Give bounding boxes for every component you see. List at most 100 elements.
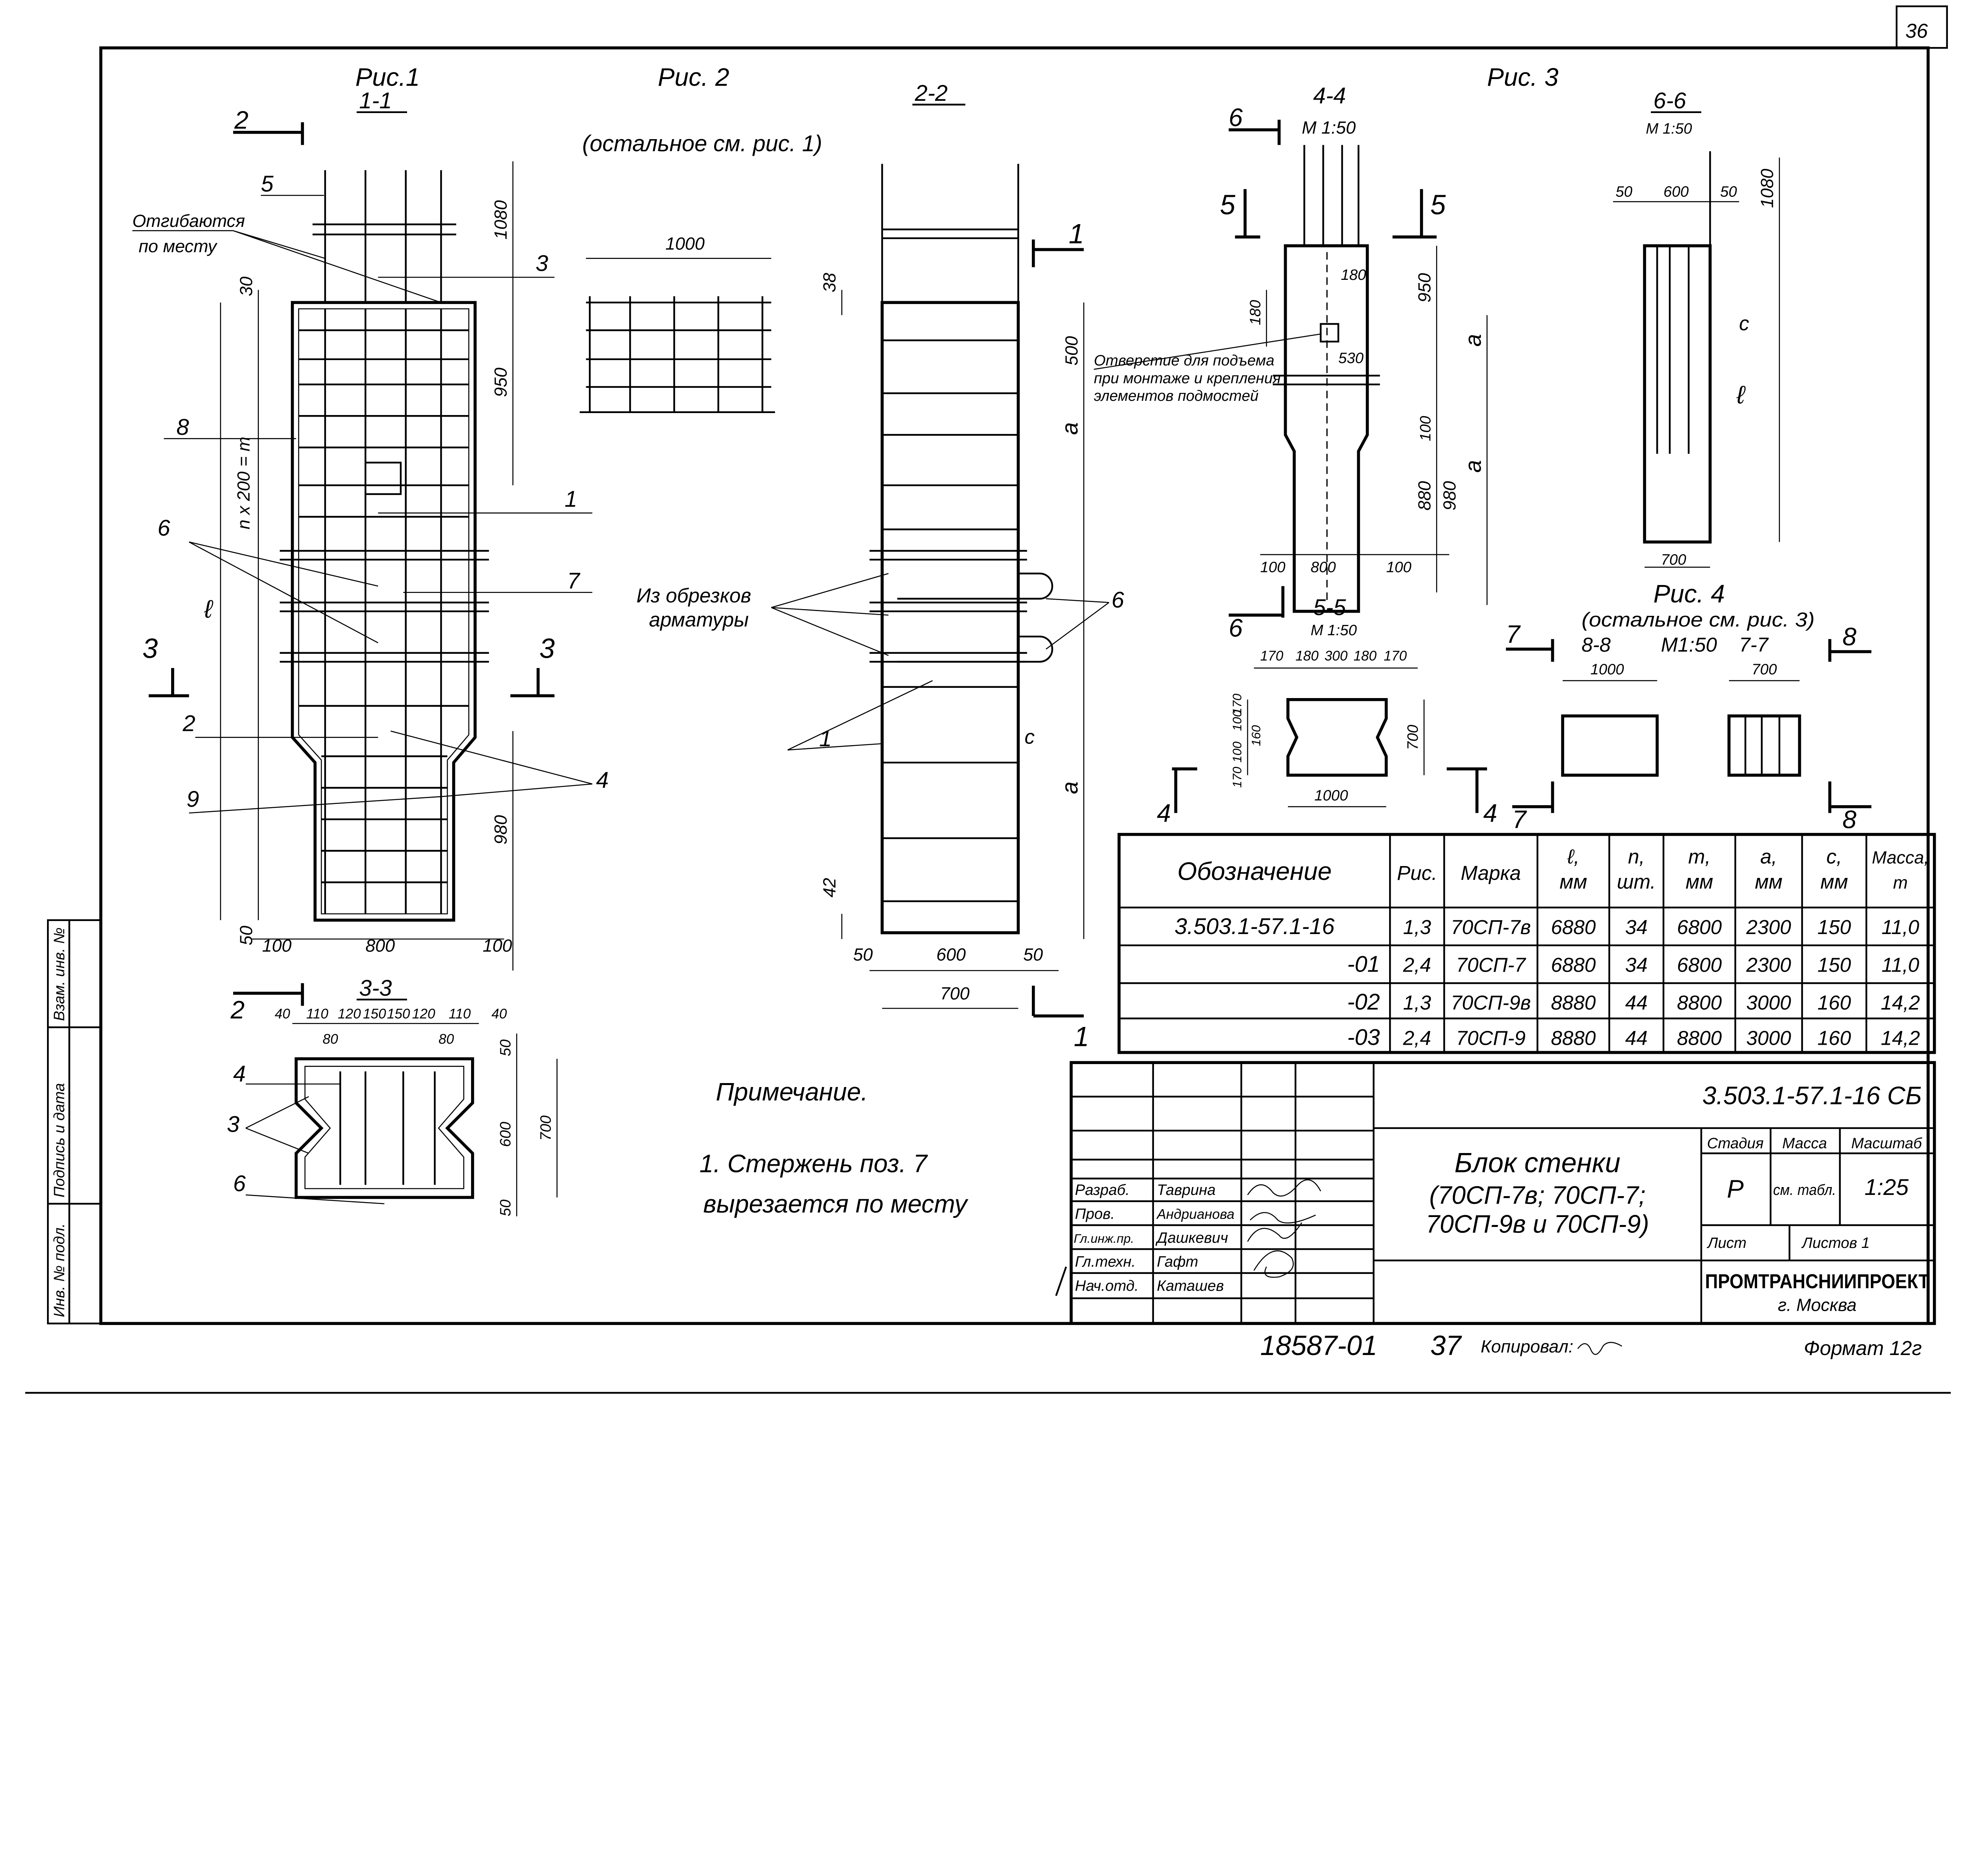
table-cell: 2300	[1746, 916, 1791, 938]
table-cell: 14,2	[1881, 991, 1920, 1014]
title-block: 3.503.1-57.1-16 СБ Блок стенки (70СП-7в;…	[1069, 1061, 1936, 1325]
position-mark: 3	[535, 251, 548, 276]
figure-3: Рис. 3 4-4 М 1:50 180 180 950 a 530 100 …	[1094, 63, 1780, 827]
svg-text:100: 100	[1230, 710, 1244, 731]
svg-text:700: 700	[1661, 551, 1686, 568]
fig1-section-label: 1-1	[359, 88, 392, 113]
signer-role: Пров.	[1075, 1206, 1115, 1223]
dim: 1080	[491, 200, 511, 239]
table-cell: 70СП-9в	[1451, 991, 1531, 1014]
signer-role: Гл.инж.пр.	[1074, 1231, 1134, 1246]
sheet-number-box	[1895, 5, 1948, 49]
cut-mark: 2	[234, 106, 248, 134]
position-mark: 4	[596, 768, 609, 793]
table-cell: 1,3	[1403, 991, 1431, 1014]
section-6-6-scale: М 1:50	[1646, 120, 1692, 137]
dim: 42	[820, 878, 839, 898]
figure-2: Рис. 2 (остальное см. рис. 1) 1000	[579, 63, 822, 413]
svg-text:40: 40	[275, 1006, 290, 1022]
cut-mark: 8	[1842, 805, 1857, 834]
dim: c	[1024, 725, 1035, 748]
section-2-2-label: 2-2	[914, 81, 948, 106]
figure-4: Рис. 4 (остальное см. рис. 3) 8-8 М1:50 …	[1506, 579, 1872, 834]
position-mark: 6	[233, 1171, 246, 1196]
position-mark: 9	[187, 787, 199, 812]
cut-mark: 1	[1074, 1021, 1089, 1052]
sheet-label: Лист	[1706, 1234, 1746, 1251]
figure-1: Рис.1 1-1 1080 950 30 980 50 100 800 100…	[132, 63, 609, 1024]
mass-label: Масса	[1782, 1135, 1827, 1152]
drawing-name: (70СП-7в; 70СП-7;	[1429, 1181, 1646, 1209]
dim: a	[1057, 781, 1082, 794]
cut-mark: 5	[1220, 189, 1236, 220]
dim-n-m: n x 200 = m	[234, 437, 253, 529]
dim: 30	[237, 277, 256, 296]
position-mark: 1	[819, 726, 832, 751]
table-cell: 2300	[1746, 954, 1791, 976]
fig4-title: Рис. 4	[1654, 579, 1725, 608]
position-mark: 8	[176, 415, 189, 440]
page-number: 37	[1430, 1330, 1462, 1361]
dim: 100	[483, 936, 512, 956]
table-header: m,	[1688, 845, 1711, 868]
table-header: Масса,	[1872, 848, 1929, 867]
cut-mark: 4	[1483, 799, 1497, 827]
dim: 50	[1023, 945, 1043, 964]
svg-text:110: 110	[449, 1006, 471, 1022]
position-mark: 7	[567, 568, 581, 594]
table-header: n,	[1628, 845, 1645, 868]
cut-mark: 8	[1842, 623, 1857, 651]
scrap-note: Из обрезков	[636, 584, 751, 607]
table-header: Рис.	[1397, 862, 1437, 884]
svg-text:50: 50	[497, 1200, 514, 1217]
svg-text:1000: 1000	[1590, 661, 1624, 678]
section-4-4-scale: М 1:50	[1302, 118, 1356, 138]
signer-name: Каташев	[1157, 1277, 1224, 1294]
dim: 1000	[666, 234, 705, 253]
table-cell: 6880	[1551, 916, 1596, 938]
dim: 500	[1062, 336, 1081, 366]
table-cell: 8800	[1677, 991, 1722, 1014]
svg-text:170: 170	[1260, 648, 1284, 664]
fig1-block-outline	[290, 301, 477, 922]
fig2-mesh	[579, 296, 775, 413]
sheets-label: Листов 1	[1801, 1234, 1870, 1251]
leader-lines	[164, 194, 593, 814]
signer-name: Гафт	[1157, 1253, 1198, 1270]
signer-role: Гл.техн.	[1075, 1253, 1136, 1270]
position-mark: 6	[1111, 587, 1124, 613]
signer-role: Разраб.	[1075, 1181, 1129, 1198]
table-cell: 6800	[1677, 916, 1722, 938]
svg-text:110: 110	[306, 1006, 328, 1022]
fig2-title: Рис. 2	[658, 63, 730, 91]
table-cell: 1,3	[1403, 916, 1431, 938]
table-cell: 11,0	[1882, 954, 1919, 976]
section-3-3-dims: 40 110 120 150 150 120 110 40 80 80 50 6…	[275, 1006, 558, 1217]
position-mark: 5	[261, 172, 274, 197]
cut-mark: 7	[1506, 620, 1521, 648]
sheet-number: 36	[1905, 20, 1928, 42]
fig4-note: (остальное см. рис. 3)	[1582, 608, 1815, 631]
section-5-5-label: 5-5	[1313, 595, 1346, 620]
company-city: г. Москва	[1778, 1295, 1857, 1315]
stamp-signature-date: Подпись и дата	[51, 1083, 68, 1197]
table-cell: 3.503.1-57.1-16	[1175, 914, 1335, 939]
dim: 38	[820, 273, 839, 293]
table-cell: 3000	[1746, 1027, 1791, 1049]
hole-note: Отверстие для подъема	[1094, 352, 1275, 369]
svg-text:530: 530	[1338, 349, 1363, 366]
svg-text:800: 800	[1310, 559, 1336, 576]
svg-text:600: 600	[497, 1122, 514, 1147]
section-4-4-label: 4-4	[1313, 83, 1346, 108]
table-cell: 2,4	[1403, 954, 1431, 976]
table-header: a,	[1760, 845, 1777, 868]
svg-text:50: 50	[1720, 183, 1737, 200]
svg-text:700: 700	[537, 1115, 554, 1141]
position-mark: 4	[233, 1061, 246, 1087]
section-3-3-label: 3-3	[359, 976, 392, 1001]
note-line: 1. Стержень поз. 7	[700, 1149, 928, 1178]
drawing-name: Блок стенки	[1454, 1147, 1620, 1178]
svg-text:100: 100	[1417, 416, 1434, 441]
svg-text:170: 170	[1384, 648, 1407, 664]
svg-text:600: 600	[1663, 183, 1689, 200]
